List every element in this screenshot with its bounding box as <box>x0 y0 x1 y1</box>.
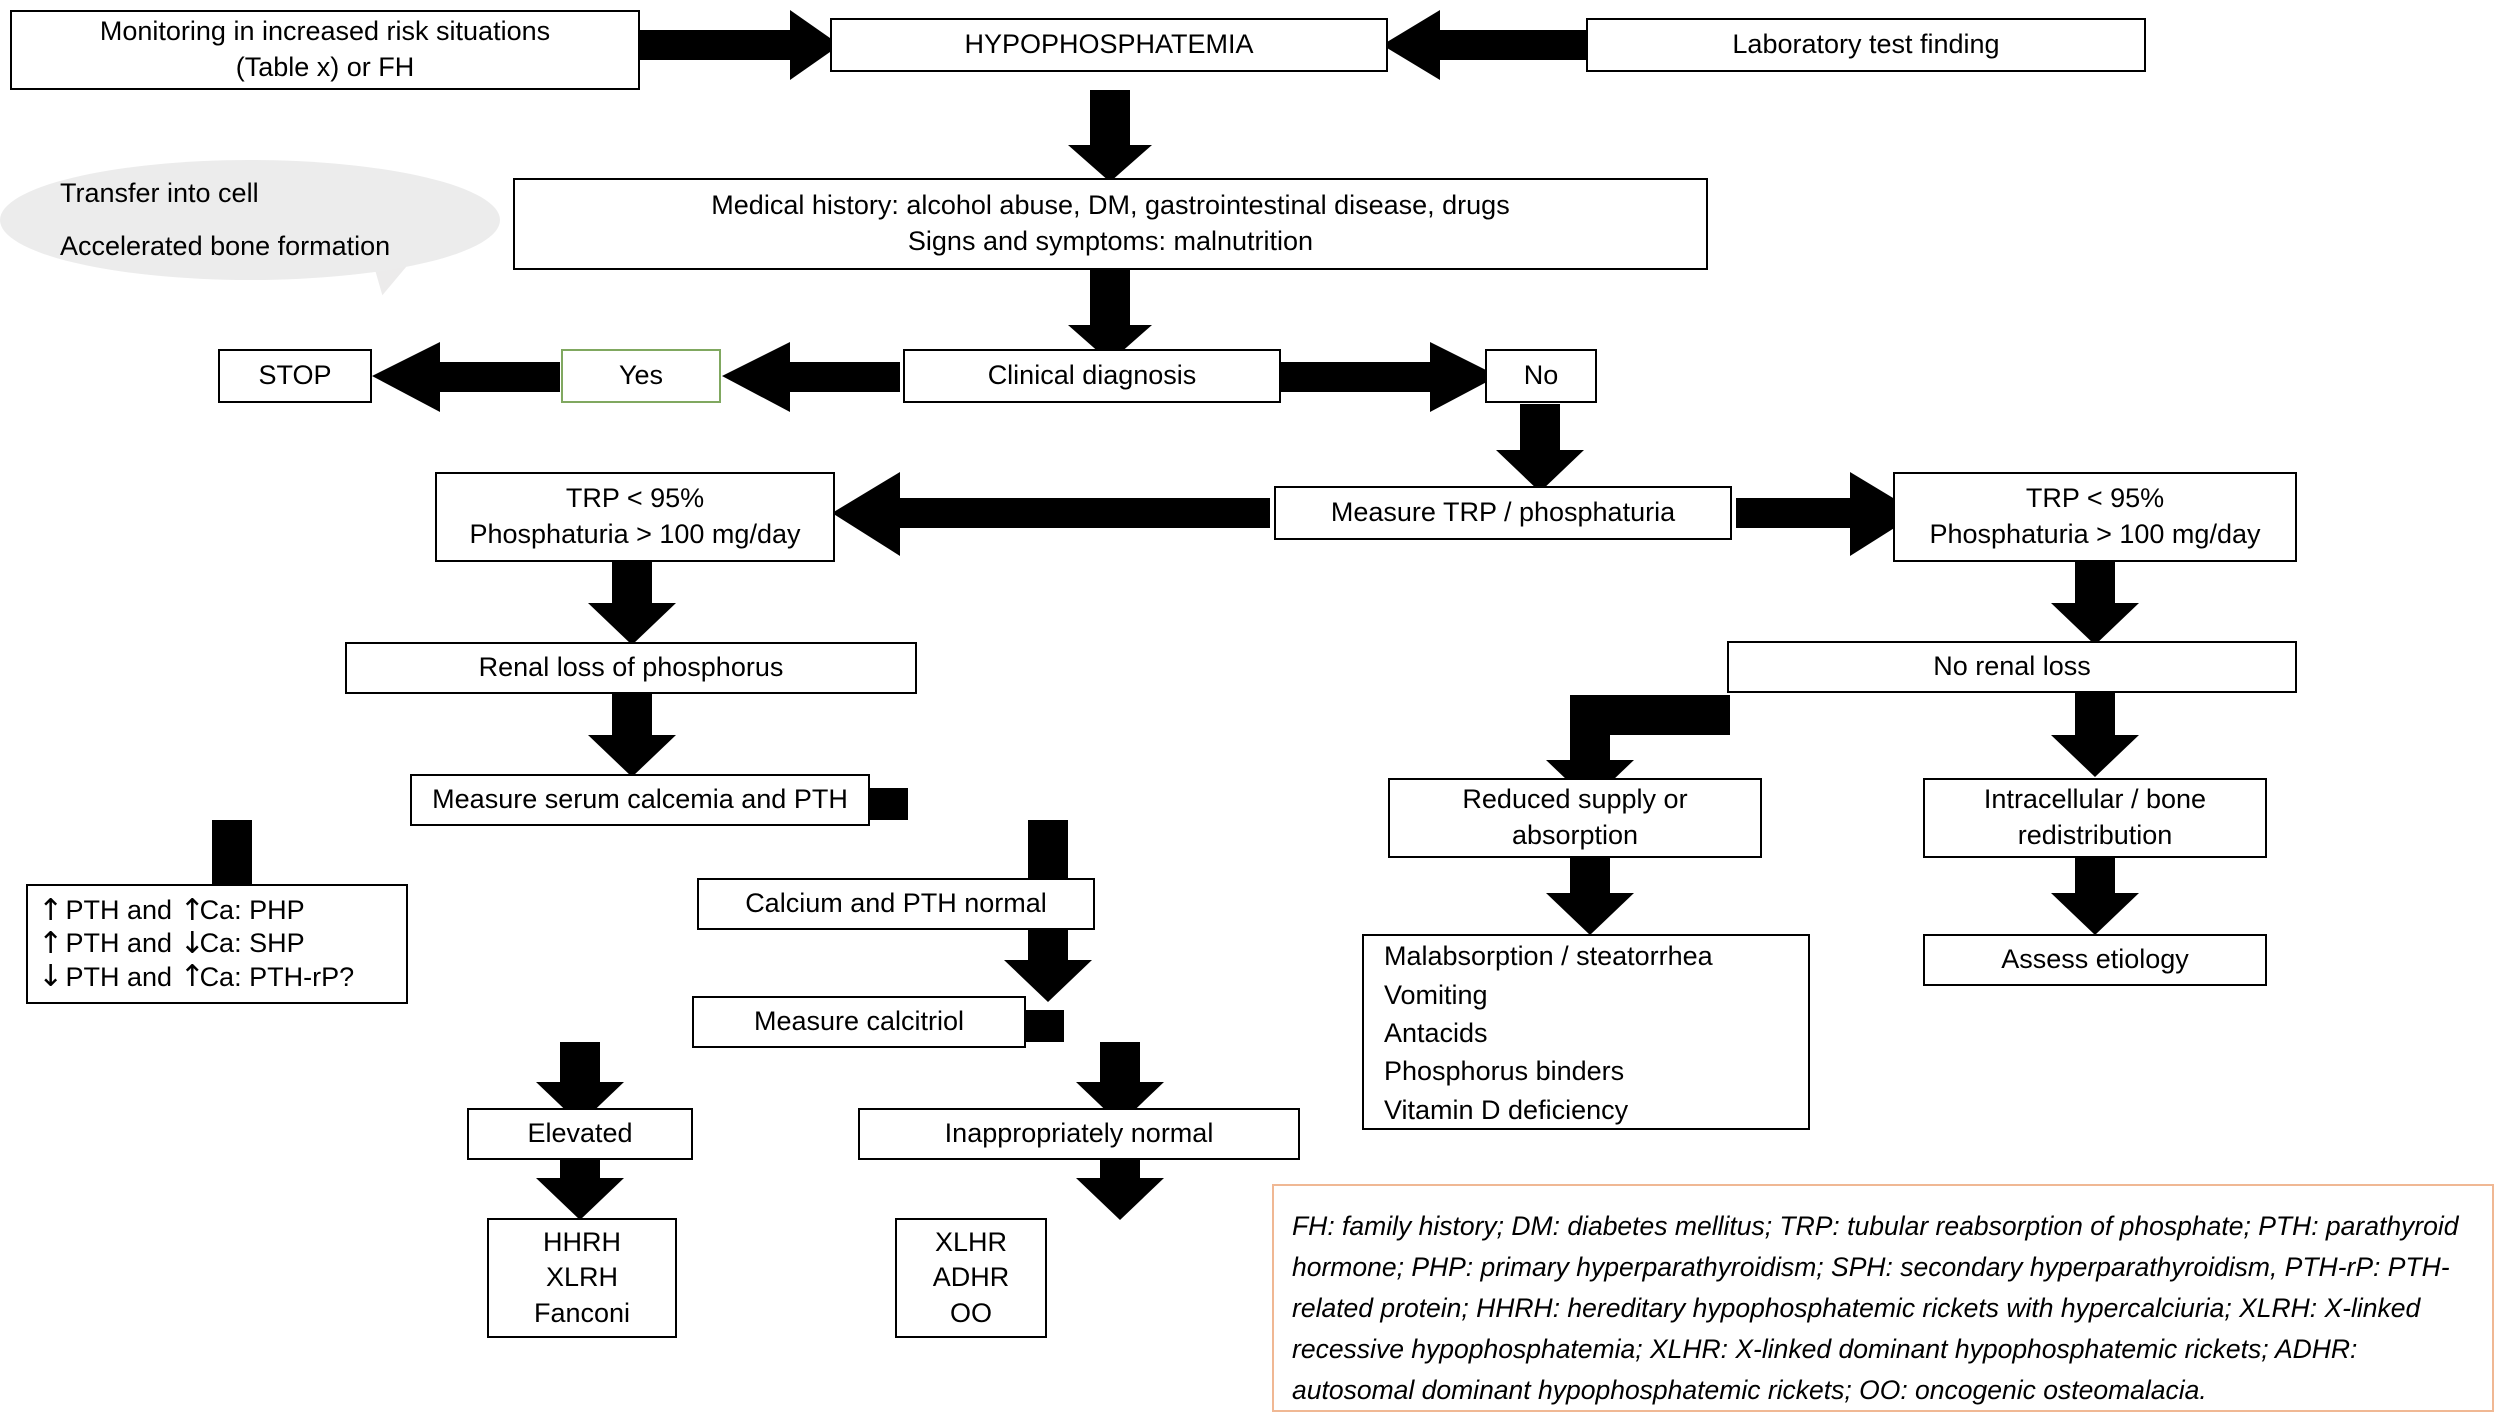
arrow-monitoring-to-hypo <box>640 10 840 80</box>
node-elevated[interactable]: Elevated <box>467 1108 693 1160</box>
node-measure-calcemia[interactable]: Measure serum calcemia and PTH <box>410 774 870 826</box>
arrow-trpleft-to-renalloss <box>588 562 676 645</box>
node-stop[interactable]: STOP <box>218 349 372 403</box>
node-hhrh-group[interactable]: HHRH XLRH Fanconi <box>487 1218 677 1338</box>
pth-row-text-2: Ca: PHP <box>199 895 305 926</box>
node-trp-right[interactable]: TRP < 95% Phosphaturia > 100 mg/day <box>1893 472 2297 562</box>
node-pth-ca-list[interactable]: ↑ PTH and ↑Ca: PHP ↑ PTH and ↓Ca: SHP ↓ … <box>26 884 408 1004</box>
pth-row-text-1: PTH and <box>58 961 180 992</box>
list-item: Phosphorus binders <box>1384 1056 1625 1087</box>
pth-row-text-1: PTH and <box>58 895 180 926</box>
arrow-reduced-to-malabsorption <box>1546 858 1634 935</box>
node-xlhr-group[interactable]: XLHR ADHR OO <box>895 1218 1047 1338</box>
bubble-line-2: Accelerated bone formation <box>60 231 391 261</box>
node-renal-loss[interactable]: Renal loss of phosphorus <box>345 642 917 694</box>
arrow-trpright-to-norenalloss <box>2051 562 2139 645</box>
node-measure-trp[interactable]: Measure TRP / phosphaturia <box>1274 486 1732 540</box>
node-malabsorption-list[interactable]: Malabsorption / steatorrhea Vomiting Ant… <box>1362 934 1810 1130</box>
node-yes[interactable]: Yes <box>561 349 721 403</box>
node-clinical-diagnosis[interactable]: Clinical diagnosis <box>903 349 1281 403</box>
arrow-no-to-measuretrp <box>1496 404 1584 492</box>
node-monitoring[interactable]: Monitoring in increased risk situations … <box>10 10 640 90</box>
node-trp-left[interactable]: TRP < 95% Phosphaturia > 100 mg/day <box>435 472 835 562</box>
list-item: Vomiting <box>1384 979 1488 1010</box>
arrow-clinical-to-no <box>1280 342 1498 412</box>
list-item: Antacids <box>1384 1017 1488 1048</box>
pth-row-text-1: PTH and <box>58 928 180 959</box>
node-medical-history[interactable]: Medical history: alcohol abuse, DM, gast… <box>513 178 1708 270</box>
arrow-measuretrp-to-trpleft <box>832 472 1270 556</box>
speech-bubble: Transfer into cell Accelerated bone form… <box>0 160 500 280</box>
pth-row: ↑ PTH and ↓Ca: SHP <box>38 927 400 960</box>
arrow-yes-to-stop <box>372 342 560 412</box>
node-inappropriately-normal[interactable]: Inappropriately normal <box>858 1108 1300 1160</box>
down-arrow-icon: ↓ <box>38 959 64 995</box>
up-arrow-icon: ↑ <box>38 892 64 928</box>
arrow-hypo-to-history <box>1068 90 1152 182</box>
node-no[interactable]: No <box>1485 349 1597 403</box>
arrow-calcitriol-to-inappropriate <box>1024 1010 1164 1124</box>
node-assess-etiology[interactable]: Assess etiology <box>1923 934 2267 986</box>
arrow-clinical-to-yes <box>722 342 900 412</box>
legend-abbreviations: FH: family history; DM: diabetes mellitu… <box>1272 1184 2494 1412</box>
up-arrow-icon: ↑ <box>38 925 64 961</box>
node-no-renal-loss[interactable]: No renal loss <box>1727 641 2297 693</box>
arrow-renalloss-to-calcemia <box>588 694 676 777</box>
up-arrow-icon: ↑ <box>179 959 205 995</box>
bubble-line-1: Transfer into cell <box>60 178 259 208</box>
node-reduced-supply[interactable]: Reduced supply or absorption <box>1388 778 1762 858</box>
up-arrow-icon: ↑ <box>179 892 205 928</box>
arrow-intracellular-to-assess <box>2051 858 2139 935</box>
down-arrow-icon: ↓ <box>179 925 205 961</box>
arrow-measuretrp-to-trpright <box>1736 472 1918 556</box>
node-laboratory-test-finding[interactable]: Laboratory test finding <box>1586 18 2146 72</box>
list-item: Malabsorption / steatorrhea <box>1384 941 1713 972</box>
node-calcium-pth-normal[interactable]: Calcium and PTH normal <box>697 878 1095 930</box>
arrow-calciumnormal-to-calcitriol <box>1004 928 1092 1002</box>
arrow-lab-to-hypo <box>1382 10 1590 80</box>
node-measure-calcitriol[interactable]: Measure calcitriol <box>692 996 1026 1048</box>
pth-row-text-2: Ca: SHP <box>199 928 305 959</box>
node-intracellular-redistribution[interactable]: Intracellular / bone redistribution <box>1923 778 2267 858</box>
pth-row: ↓ PTH and ↑Ca: PTH-rP? <box>38 961 400 994</box>
pth-row-text-2: Ca: PTH-rP? <box>199 961 355 992</box>
list-item: Vitamin D deficiency <box>1384 1094 1629 1125</box>
arrow-norenalloss-to-intracellular <box>2051 693 2139 777</box>
pth-row: ↑ PTH and ↑Ca: PHP <box>38 894 400 927</box>
node-hypophosphatemia[interactable]: HYPOPHOSPHATEMIA <box>830 18 1388 72</box>
